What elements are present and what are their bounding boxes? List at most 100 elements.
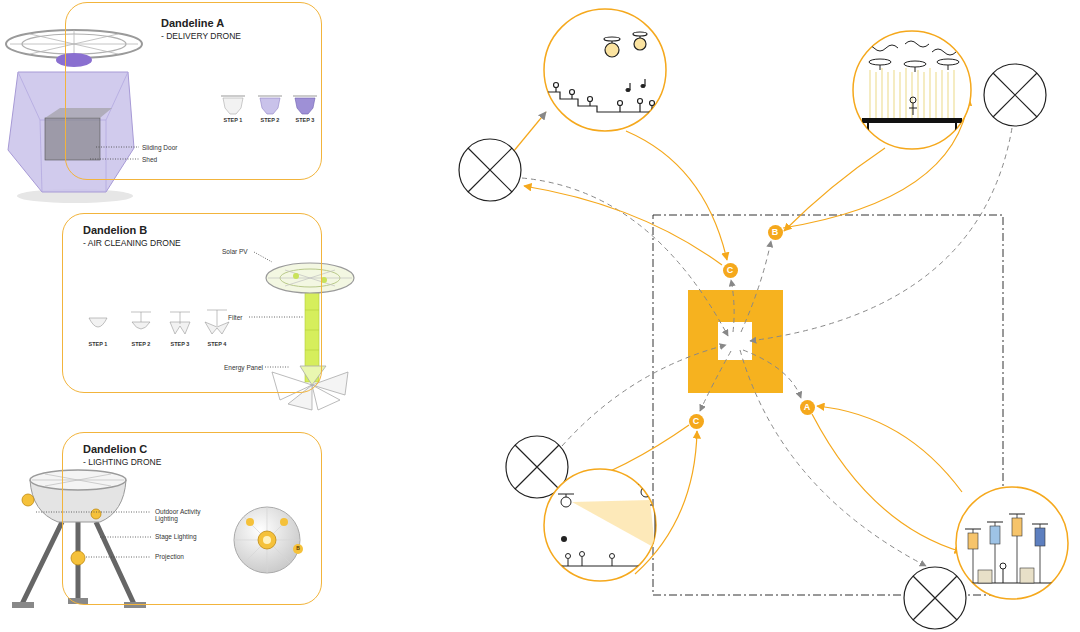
scene-sketch [588, 97, 593, 102]
step-label: STEP 1 [89, 341, 108, 347]
dashed-flow [562, 345, 726, 446]
lighting-detail [263, 536, 271, 544]
marker-letter: B [772, 228, 779, 237]
scene-sketch [948, 65, 949, 70]
scene-sketch [633, 32, 647, 36]
air-cleaning-drone [266, 263, 354, 410]
delivery-drone [18, 72, 128, 192]
lighting-detail [234, 507, 300, 573]
scene-sketch [611, 41, 612, 43]
dashed-flow [731, 280, 734, 332]
part-label: Solar PV [222, 248, 248, 255]
panel-subtitle: - LIGHTING DRONE [83, 457, 161, 467]
air-cleaning-drone [288, 385, 312, 410]
dashed-flow [750, 128, 1012, 341]
leader-line [265, 367, 290, 368]
step-icon [89, 318, 107, 327]
scene-sketch [605, 43, 619, 57]
marker-letter: C [727, 266, 734, 275]
lighting-drone [124, 602, 146, 608]
part-label: Outdoor Activity Lighting [155, 508, 213, 523]
scene-sketch [965, 514, 1048, 529]
empty-site-symbol [993, 73, 1037, 117]
scene-sketch [1000, 563, 1006, 569]
scene-sketch [956, 487, 1068, 599]
drone-panel: Dandelion B- AIR CLEANING DRONE [62, 213, 322, 393]
marker-letter: C [693, 417, 700, 426]
scene-sketch [862, 41, 959, 115]
scene-sketch [650, 505, 660, 566]
empty-site-symbol [904, 567, 966, 629]
scene-sketch [580, 552, 585, 557]
leader-line [96, 147, 139, 148]
empty-site-symbol [515, 445, 559, 489]
scene-sketch [937, 59, 959, 65]
lighting-drone [12, 602, 34, 608]
part-label: Energy Panel [224, 364, 263, 371]
scene-sketch [870, 68, 954, 118]
step-label: STEP 3 [296, 117, 315, 123]
scene-sketch [915, 67, 916, 72]
drone-panel: Dandeline A- DELIVERY DRONE [65, 2, 322, 180]
scene-sketch [639, 36, 640, 38]
scene-sketch [958, 582, 1068, 583]
step-icon [293, 96, 317, 97]
delivery-drone [56, 53, 92, 67]
dashed-flow [743, 350, 801, 398]
drone-panel: Dandelion C- LIGHTING DRONE [62, 432, 322, 605]
scene-sketch [558, 494, 574, 497]
scene-sketch [1012, 518, 1022, 536]
scene-sketch [862, 41, 962, 132]
scene-sketch [968, 533, 978, 549]
step-icon [223, 98, 243, 114]
orange-flow [524, 186, 722, 265]
scene-sketch [639, 104, 640, 112]
scene-sketch [990, 526, 1000, 544]
scene-sketch [904, 61, 926, 67]
scene-sketch [1035, 528, 1045, 546]
orange-flow [513, 112, 546, 152]
scene-sketch [638, 484, 654, 487]
panel-heading: Dandelion C [83, 443, 147, 456]
scene-sketch [545, 32, 668, 112]
lighting-drone [30, 470, 126, 490]
scene-sketch [554, 83, 559, 88]
step-icon [295, 98, 315, 114]
dashed-flow [522, 178, 728, 336]
dashed-flow [700, 351, 731, 411]
scene-sketch [555, 88, 556, 92]
scene-sketch [862, 45, 898, 51]
scene-sketch [651, 106, 652, 112]
scene-sketch [862, 118, 962, 123]
panel-heading: Dandeline A [161, 17, 224, 30]
part-label: Projection [155, 553, 184, 560]
step-label: STEP 3 [171, 341, 190, 347]
part-label: Filter [228, 314, 242, 321]
scene-sketch [910, 97, 916, 103]
leader-line [36, 147, 303, 557]
orange-flow [817, 406, 962, 492]
drone-marker: B [768, 225, 783, 240]
step-label: STEP 4 [208, 341, 227, 347]
step-icon [221, 96, 245, 97]
orange-flow [626, 131, 727, 260]
step-icon [260, 98, 280, 114]
scene-sketch [561, 497, 571, 507]
scene-sketch [978, 570, 992, 583]
scene-sketch [544, 469, 656, 581]
lighting-detail [234, 507, 303, 573]
lighting-detail [246, 518, 254, 526]
empty-site-symbol [468, 148, 512, 192]
scene-sketch [641, 487, 651, 497]
scene-sketch [544, 469, 660, 581]
scene-sketch [973, 530, 1040, 583]
lighting-drone [12, 470, 146, 608]
step-label: STEP 2 [132, 341, 151, 347]
air-cleaning-drone [266, 263, 354, 293]
air-cleaning-drone [268, 270, 352, 286]
drone-marker: C [723, 263, 738, 278]
lighting-drone [22, 494, 34, 506]
scene-sketch [618, 101, 623, 106]
panel-subtitle: - DELIVERY DRONE [161, 31, 241, 41]
